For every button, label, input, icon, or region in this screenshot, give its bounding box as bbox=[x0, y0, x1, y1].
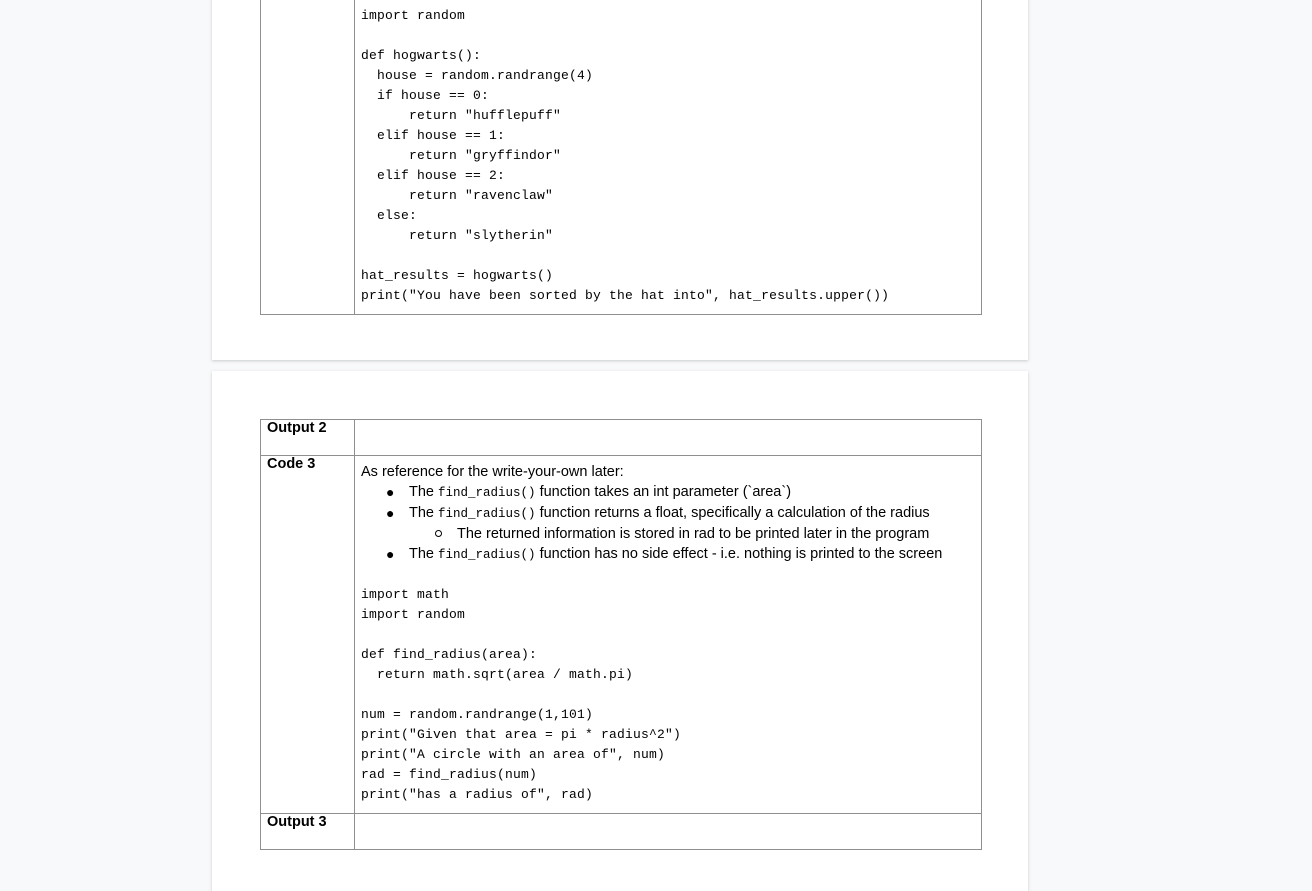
code-line: else: bbox=[361, 208, 418, 223]
code-line: print("Given that area = pi * radius^2") bbox=[361, 727, 682, 742]
table-row-output2: Output 2 bbox=[260, 419, 982, 456]
code-line: num = random.randrange(1,101) bbox=[361, 707, 594, 722]
code3-content-cell[interactable]: As reference for the write-your-own late… bbox=[354, 455, 982, 814]
code-line: return "gryffindor" bbox=[361, 148, 562, 163]
code3-label: Code 3 bbox=[260, 455, 355, 814]
code-line: elif house == 1: bbox=[361, 128, 506, 143]
code-line bbox=[361, 26, 975, 46]
code-line bbox=[361, 685, 975, 705]
code-line: return "slytherin" bbox=[361, 228, 554, 243]
table-row-code3: Code 3 As reference for the write-your-o… bbox=[260, 455, 982, 814]
bullet-dot-icon: ● bbox=[386, 505, 395, 521]
output3-value-cell[interactable] bbox=[354, 813, 982, 850]
code-line: print("A circle with an area of", num) bbox=[361, 747, 666, 762]
code-line: import random bbox=[361, 607, 466, 622]
code-table-2: Output 2 Code 3 As reference for the wri… bbox=[260, 419, 982, 850]
code-line: print("has a radius of", rad) bbox=[361, 787, 594, 802]
code-block-find-radius: import math import random def find_radius… bbox=[361, 585, 975, 805]
table-row-code2: import random def hogwarts(): house = ra… bbox=[260, 0, 982, 315]
output2-value-cell[interactable] bbox=[354, 419, 982, 456]
code-line: import random bbox=[361, 8, 466, 23]
code-cell-hogwarts[interactable]: import random def hogwarts(): house = ra… bbox=[354, 0, 982, 315]
code3-intro: As reference for the write-your-own late… bbox=[361, 464, 624, 480]
code-line: def hogwarts(): bbox=[361, 48, 482, 63]
code-line: rad = find_radius(num) bbox=[361, 767, 538, 782]
code-line: def find_radius(area): bbox=[361, 647, 538, 662]
code-line: if house == 0: bbox=[361, 88, 490, 103]
document-page-2: Output 2 Code 3 As reference for the wri… bbox=[212, 371, 1028, 891]
code-line bbox=[361, 246, 975, 266]
code3-sub-list: The returned information is stored in ra… bbox=[409, 524, 975, 544]
list-item: ● The find_radius() function returns a f… bbox=[386, 503, 975, 544]
bullet-circle-icon bbox=[435, 530, 442, 537]
code-table-1: import random def hogwarts(): house = ra… bbox=[260, 0, 982, 315]
code-line: elif house == 2: bbox=[361, 168, 506, 183]
code-line: return "hufflepuff" bbox=[361, 108, 562, 123]
table-row-output3: Output 3 bbox=[260, 813, 982, 850]
code-line: return "ravenclaw" bbox=[361, 188, 554, 203]
code-line: print("You have been sorted by the hat i… bbox=[361, 288, 890, 303]
code-line: house = random.randrange(4) bbox=[361, 68, 594, 83]
bullet-dot-icon: ● bbox=[386, 546, 395, 562]
list-item: ● The find_radius() function takes an in… bbox=[386, 484, 792, 500]
list-item: The returned information is stored in ra… bbox=[435, 524, 975, 544]
bullet-dot-icon: ● bbox=[386, 484, 395, 500]
list-item: ● The find_radius() function has no side… bbox=[386, 546, 943, 562]
code-line: return math.sqrt(area / math.pi) bbox=[361, 667, 634, 682]
code-line: import math bbox=[361, 587, 450, 602]
code3-bullet-list: ● The find_radius() function takes an in… bbox=[361, 482, 975, 565]
code-line bbox=[361, 625, 975, 645]
output2-label: Output 2 bbox=[260, 419, 355, 456]
document-page-1: import random def hogwarts(): house = ra… bbox=[212, 0, 1028, 360]
label-cell-empty bbox=[260, 0, 355, 315]
code-line: hat_results = hogwarts() bbox=[361, 268, 554, 283]
code-block-hogwarts: import random def hogwarts(): house = ra… bbox=[361, 6, 975, 306]
output3-label: Output 3 bbox=[260, 813, 355, 850]
